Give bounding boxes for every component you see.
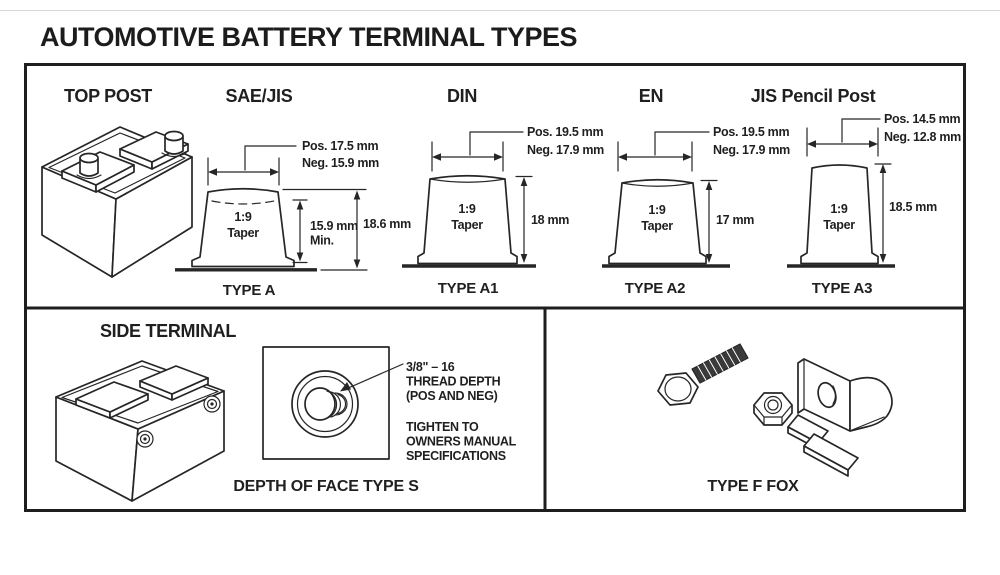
terminal-name-label: JIS Pencil Post xyxy=(751,86,876,106)
side-terminal-title: SIDE TERMINAL xyxy=(100,321,236,341)
top-post-section: TOP POST xyxy=(41,86,193,278)
taper-word-label: Taper xyxy=(641,219,673,233)
type-f-fox-caption: TYPE F FOX xyxy=(707,478,799,495)
diagram-svg: TOP POST SAE/JIS xyxy=(24,63,966,512)
thread-spec-line3: (POS AND NEG) xyxy=(406,389,498,403)
thread-spec-line2: THREAD DEPTH xyxy=(406,375,501,389)
taper-ratio-label: 1:9 xyxy=(648,203,666,217)
side-terminal-battery-illustration xyxy=(55,360,225,502)
min-height-label: 15.9 mm xyxy=(310,219,358,233)
total-height-label: 17 mm xyxy=(716,213,754,227)
total-height-label: 18 mm xyxy=(531,213,569,227)
taper-ratio-label: 1:9 xyxy=(830,202,848,216)
terminal-type-label: TYPE A3 xyxy=(812,280,873,297)
total-height-label: 18.5 mm xyxy=(889,200,937,214)
neg-dimension-label: Neg. 15.9 mm xyxy=(302,156,379,170)
top-post-battery-illustration xyxy=(41,126,193,278)
neg-dimension-label: Neg. 17.9 mm xyxy=(713,143,790,157)
tighten-note-line3: SPECIFICATIONS xyxy=(406,449,506,463)
terminal-type-label: TYPE A xyxy=(223,282,276,299)
page-title: AUTOMOTIVE BATTERY TERMINAL TYPES xyxy=(40,22,578,52)
panel-borders xyxy=(24,63,966,512)
depth-of-face-detail-illustration xyxy=(262,346,404,460)
terminal-name-label: SAE/JIS xyxy=(226,86,293,106)
taper-word-label: Taper xyxy=(227,226,259,240)
page-edge-line xyxy=(0,10,1000,11)
en-section: EN Pos. 19.5 mm Neg. 17.9 mm 1:9 Taper 1… xyxy=(602,86,790,297)
tighten-note-line2: OWNERS MANUAL xyxy=(406,435,517,449)
diagram-panel: TOP POST SAE/JIS xyxy=(24,63,966,513)
din-terminal-diagram xyxy=(402,131,536,268)
terminal-name-label: DIN xyxy=(447,86,477,106)
en-terminal-diagram xyxy=(602,131,730,268)
terminal-type-label: TYPE A1 xyxy=(438,280,499,297)
sae-jis-terminal-diagram xyxy=(175,145,368,272)
pos-dimension-label: Pos. 17.5 mm xyxy=(302,139,378,153)
terminal-type-label: TYPE A2 xyxy=(625,280,686,297)
taper-word-label: Taper xyxy=(823,218,855,232)
jis-pencil-post-section: JIS Pencil Post Pos. 14.5 mm Neg. 12.8 m… xyxy=(751,86,962,297)
pos-dimension-label: Pos. 14.5 mm xyxy=(884,112,960,126)
neg-dimension-label: Neg. 17.9 mm xyxy=(527,143,604,157)
pos-dimension-label: Pos. 19.5 mm xyxy=(527,125,603,139)
thread-spec-line1: 3/8" – 16 xyxy=(406,360,455,374)
total-height-label: 18.6 mm xyxy=(363,217,411,231)
type-f-fox-illustration xyxy=(657,343,893,477)
min-word-label: Min. xyxy=(310,234,334,248)
tighten-note-line1: TIGHTEN TO xyxy=(406,420,479,434)
sae-jis-section: SAE/JIS Pos. 17.5 mm Neg. 15.9 mm 1:9 Ta… xyxy=(175,86,411,299)
taper-ratio-label: 1:9 xyxy=(458,202,476,216)
taper-word-label: Taper xyxy=(451,218,483,232)
type-f-fox-section: TYPE F FOX xyxy=(657,343,893,495)
jis-pencil-terminal-diagram xyxy=(787,118,895,268)
top-post-title: TOP POST xyxy=(64,86,152,106)
side-terminal-section: SIDE TERMINAL xyxy=(55,321,517,502)
taper-ratio-label: 1:9 xyxy=(234,210,252,224)
din-section: DIN Pos. 19.5 mm Neg. 17.9 mm 1:9 Taper … xyxy=(402,86,604,297)
neg-dimension-label: Neg. 12.8 mm xyxy=(884,130,961,144)
side-terminal-caption: DEPTH OF FACE TYPE S xyxy=(233,478,419,495)
terminal-name-label: EN xyxy=(639,86,663,106)
pos-dimension-label: Pos. 19.5 mm xyxy=(713,125,789,139)
